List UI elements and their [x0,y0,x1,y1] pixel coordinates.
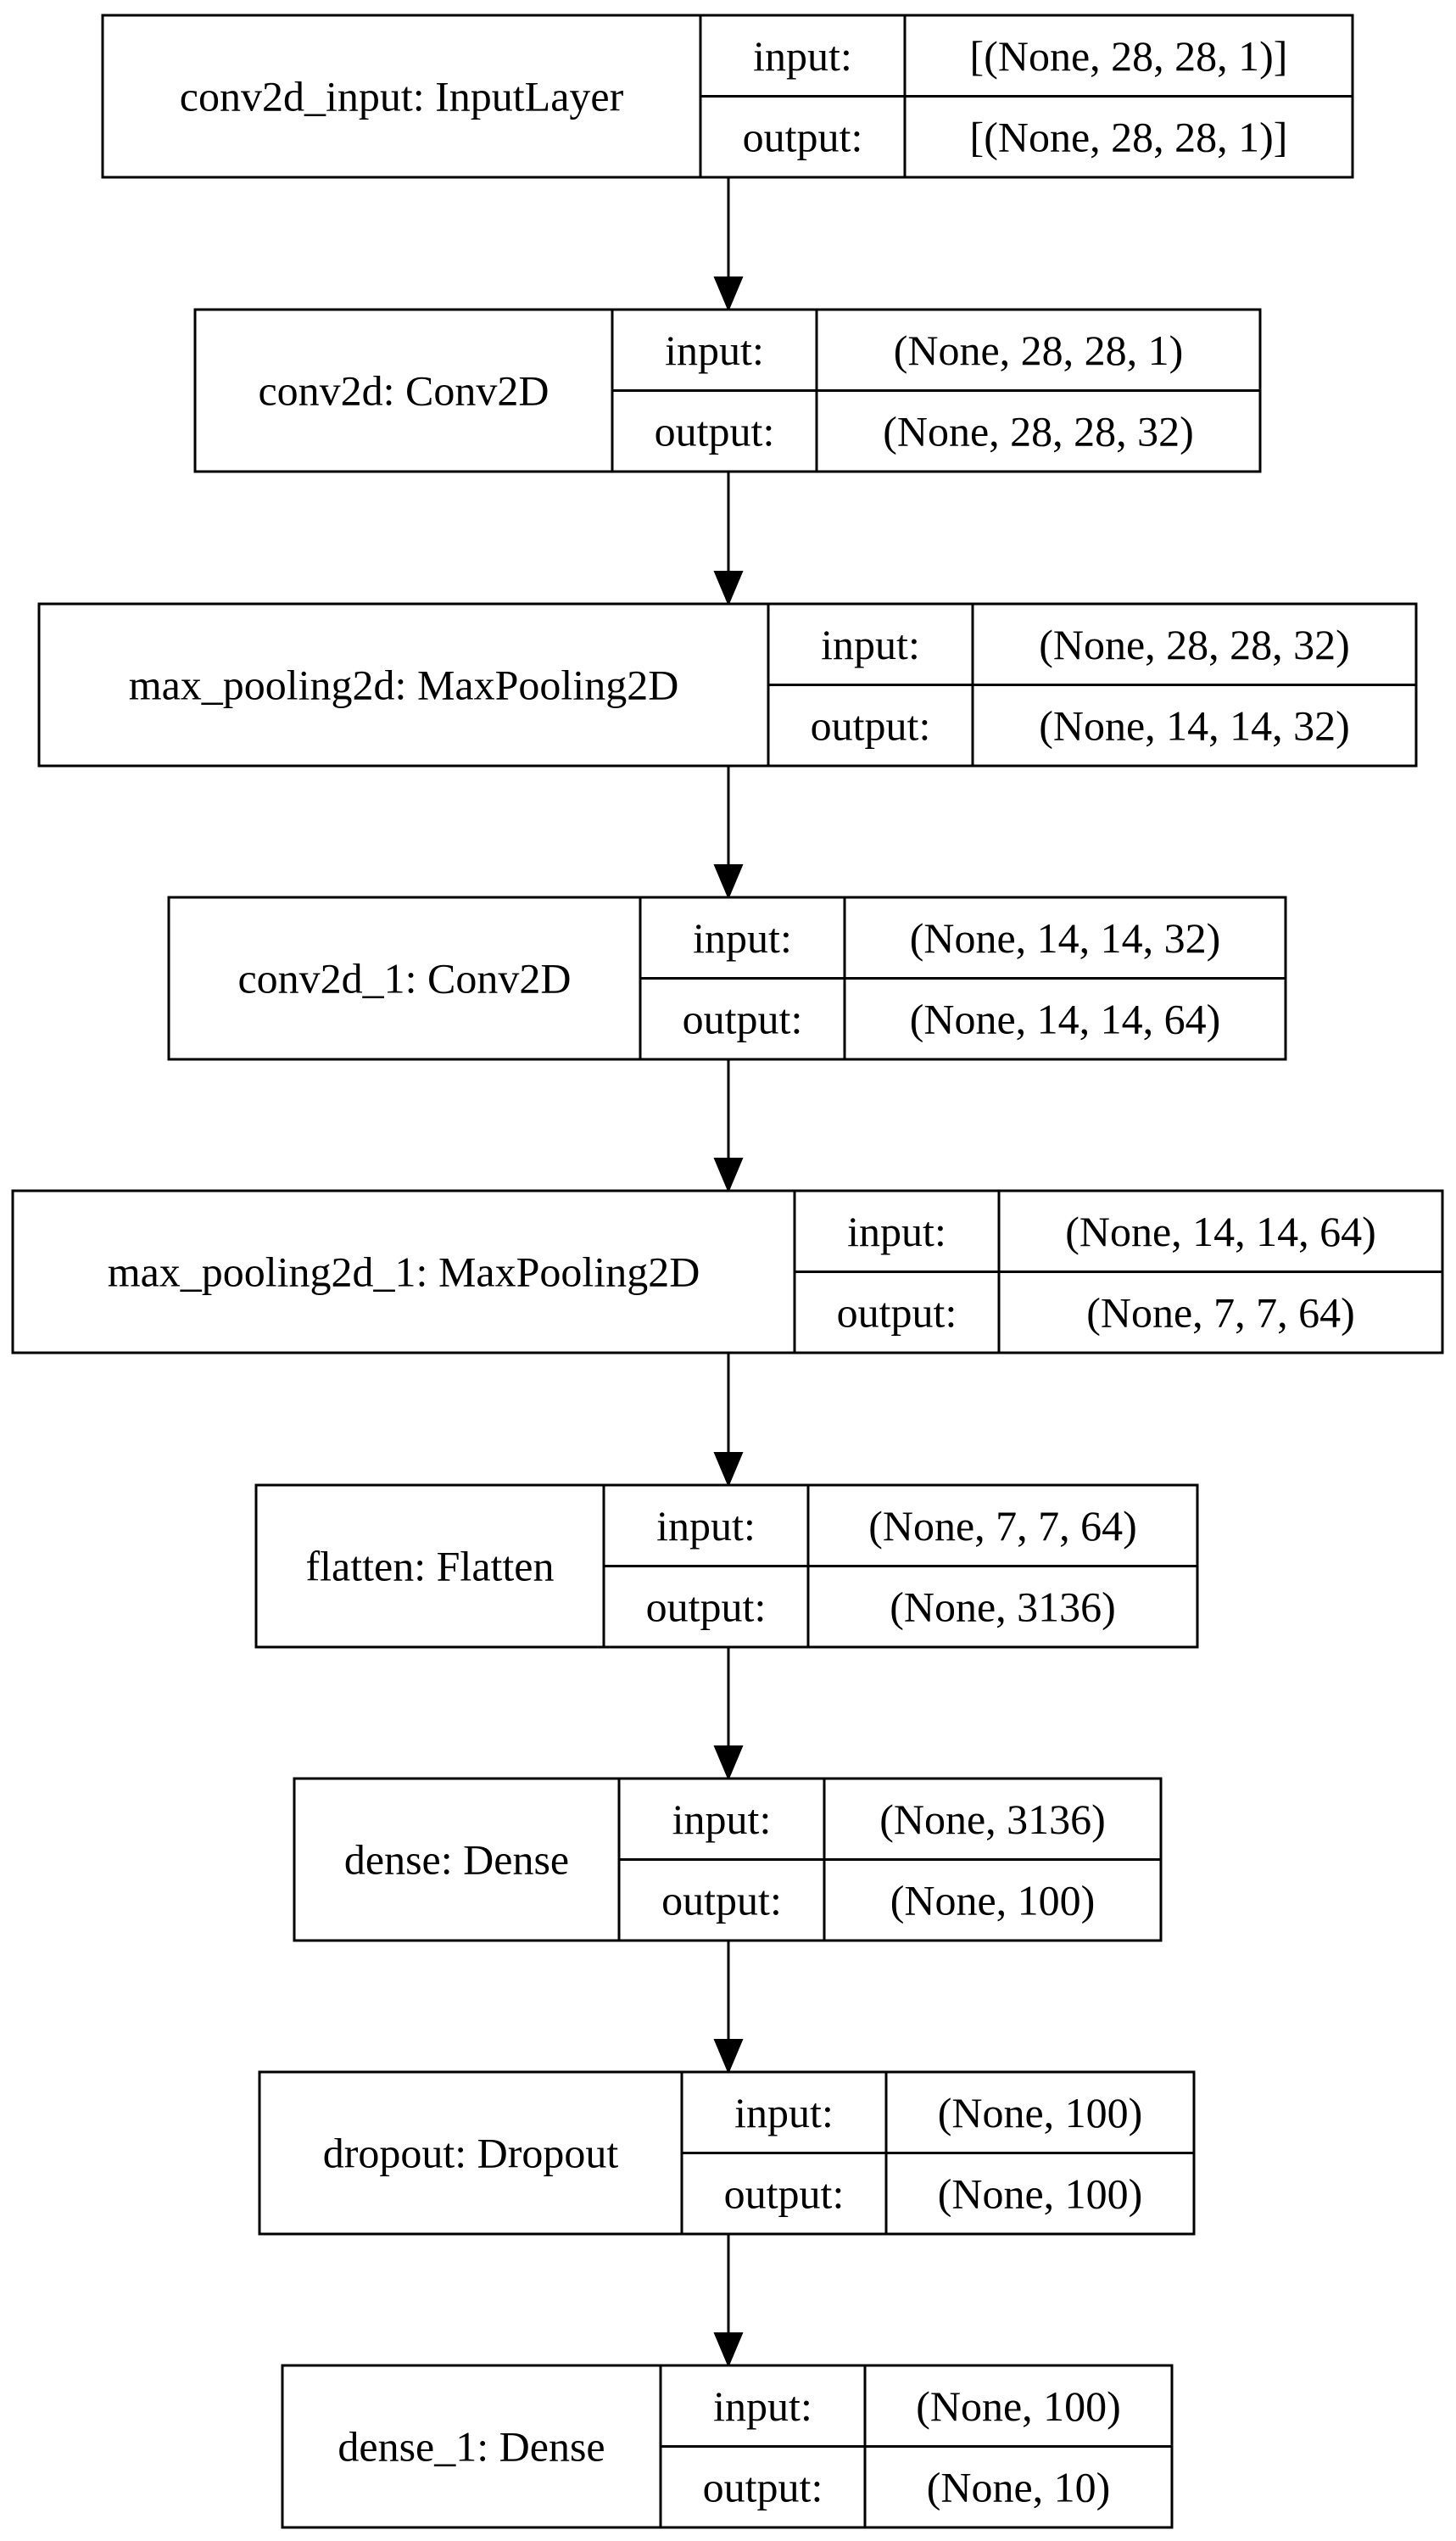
input-shape: (None, 7, 7, 64) [868,1502,1137,1550]
layer-name: conv2d: Conv2D [258,367,549,415]
output-shape: (None, 7, 7, 64) [1086,1288,1355,1336]
input-label: input: [821,621,920,668]
output-shape: (None, 10) [927,2463,1111,2510]
layer-name: max_pooling2d: MaxPooling2D [129,662,679,709]
output-label: output: [646,1583,767,1630]
layer-node: conv2d: Conv2D input: (None, 28, 28, 1) out… [193,308,1262,473]
arrowhead-icon [713,864,744,900]
input-shape: (None, 14, 14, 32) [910,914,1221,962]
input-label: input: [693,914,792,962]
edge-arrow [713,1647,744,1781]
input-shape: (None, 28, 28, 1) [894,327,1184,374]
output-label: output: [837,1288,957,1336]
edge-arrow [713,2234,744,2368]
edge-arrow [713,177,744,312]
arrowhead-icon [713,1452,744,1488]
output-shape: (None, 14, 14, 64) [910,995,1221,1042]
input-label: input: [672,1795,772,1843]
layer-name: conv2d_1: Conv2D [237,955,571,1002]
edge-arrow [713,1059,744,1193]
arrowhead-icon [713,1745,744,1781]
output-label: output: [811,701,931,749]
output-label: output: [703,2463,823,2510]
input-shape: (None, 100) [916,2382,1121,2430]
layer-name: conv2d_input: InputLayer [180,73,624,120]
layer-name: dense_1: Dense [338,2423,605,2471]
output-label: output: [724,2170,845,2217]
input-shape: (None, 100) [938,2089,1143,2136]
layer-node: flatten: Flatten input: (None, 7, 7, 64) ou… [254,1483,1199,1649]
layer-name: max_pooling2d_1: MaxPooling2D [108,1248,700,1296]
layer-name: dense: Dense [344,1836,569,1884]
input-shape: (None, 3136) [879,1795,1106,1843]
layer-name: dropout: Dropout [323,2130,619,2177]
input-label: input: [753,32,852,80]
output-label: output: [743,113,863,160]
input-label: input: [665,327,764,374]
output-label: output: [655,407,775,455]
input-label: input: [656,1502,756,1550]
arrowhead-icon [713,276,744,312]
edge-arrow [713,766,744,900]
input-label: input: [847,1208,946,1255]
output-label: output: [661,1876,782,1924]
edge-arrow [713,1353,744,1488]
layer-node: dropout: Dropout input: (None, 100) output:… [258,2070,1196,2236]
edge-arrow [713,1941,744,2075]
output-shape: (None, 100) [890,1876,1096,1924]
arrowhead-icon [713,2332,744,2368]
edge-arrow [713,472,744,606]
input-label: input: [734,2089,834,2136]
layer-name: flatten: Flatten [306,1543,555,1590]
input-label: input: [713,2382,812,2430]
output-shape: (None, 14, 14, 32) [1039,701,1350,749]
layer-node: max_pooling2d_1: MaxPooling2D input: (None… [11,1189,1444,1354]
output-shape: (None, 100) [938,2170,1143,2217]
arrowhead-icon [713,2039,744,2075]
output-label: output: [683,995,803,1042]
layer-node: conv2d_1: Conv2D input: (None, 14, 14, 32)… [167,896,1287,1061]
layer-node: conv2d_input: InputLayer input: [(None, 28… [101,14,1354,179]
input-shape: (None, 14, 14, 64) [1065,1208,1376,1255]
output-shape: (None, 3136) [890,1583,1116,1630]
layer-node: dense_1: Dense input: (None, 100) output: (N… [281,2364,1174,2529]
output-shape: [(None, 28, 28, 1)] [970,113,1288,160]
arrowhead-icon [713,571,744,606]
output-shape: (None, 28, 28, 32) [883,407,1194,455]
input-shape: (None, 28, 28, 32) [1039,621,1350,668]
arrowhead-icon [713,1158,744,1193]
layer-node: max_pooling2d: MaxPooling2D input: (None, … [37,602,1418,768]
layer-node: dense: Dense input: (None, 3136) output: (No… [293,1777,1163,1942]
input-shape: [(None, 28, 28, 1)] [970,32,1288,80]
